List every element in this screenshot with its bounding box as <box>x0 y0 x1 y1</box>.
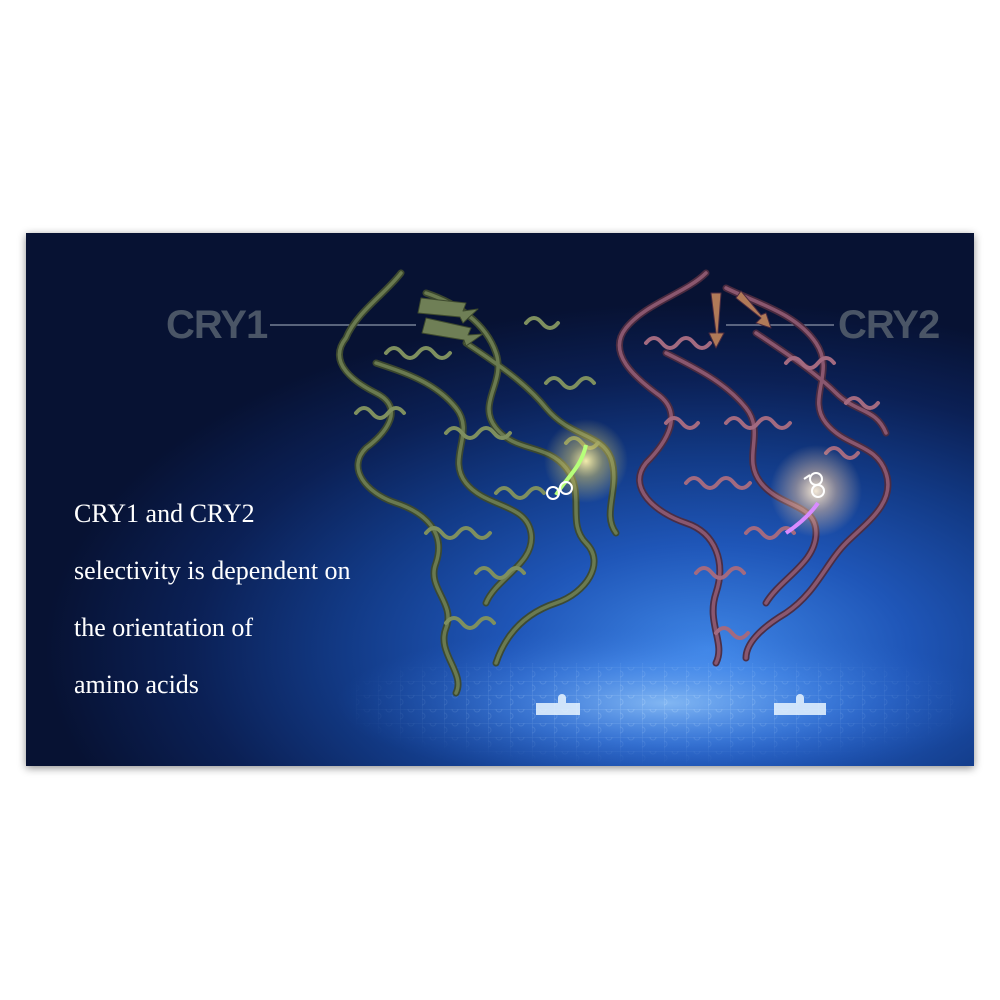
cry2-highlight-residue <box>784 501 820 535</box>
puzzle-floor <box>356 663 956 766</box>
cry2-label: CRY2 <box>838 303 940 347</box>
puzzle-piece-left <box>536 694 580 715</box>
cry2-protein-structure <box>616 269 892 667</box>
caption-line: selectivity is dependent on <box>74 556 351 585</box>
caption-line: amino acids <box>74 670 199 699</box>
protein-illustration <box>270 269 974 766</box>
caption-line: the orientation of <box>74 613 254 642</box>
puzzle-piece-right <box>774 694 826 715</box>
caption-line: CRY1 and CRY2 <box>74 499 255 528</box>
slide-figure: CRY1 CRY2 CRY1 and CRY2 selectivity is d… <box>26 233 974 766</box>
cry2-binding-site-glow <box>770 445 862 537</box>
cry2-ligand <box>803 472 825 498</box>
cry1-ligand <box>546 481 573 500</box>
caption-text: CRY1 and CRY2 selectivity is dependent o… <box>74 485 434 713</box>
cry1-label: CRY1 <box>166 303 268 347</box>
